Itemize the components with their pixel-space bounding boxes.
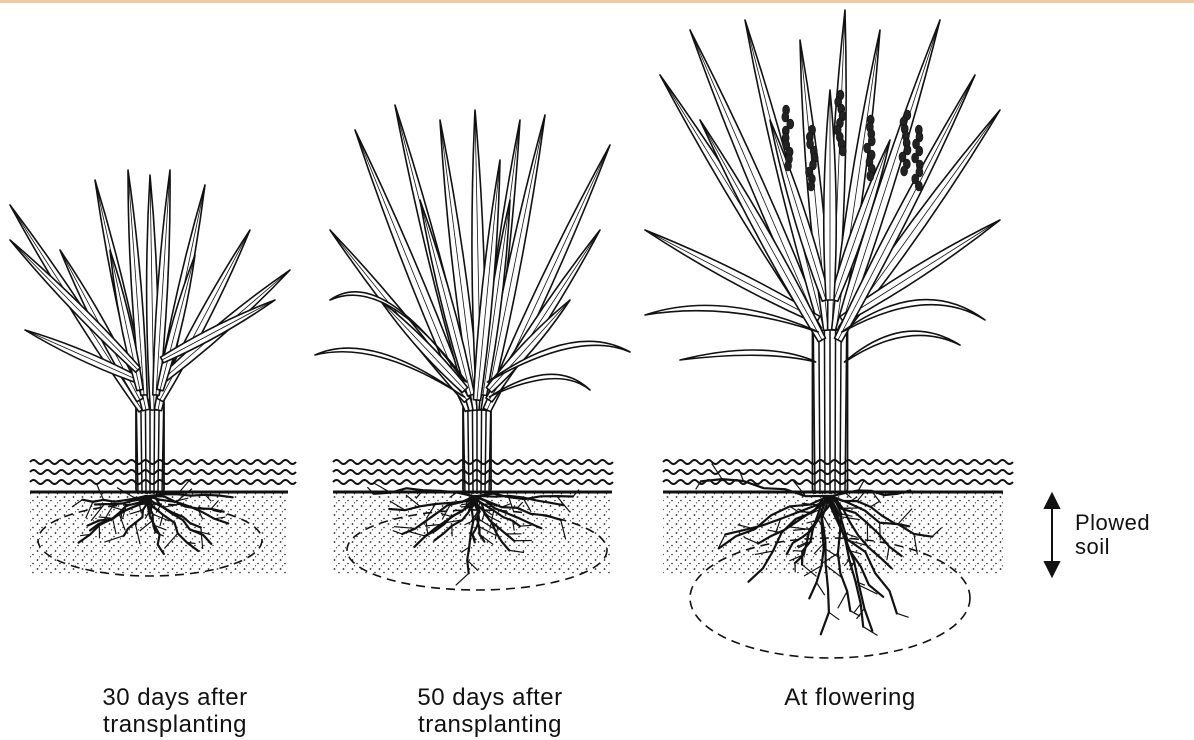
caption-30-days: 30 days after transplanting bbox=[40, 684, 310, 738]
soil-label-line: Plowed bbox=[1075, 511, 1150, 535]
plant-at-flowering bbox=[645, 10, 1013, 658]
root-branch bbox=[880, 523, 881, 541]
grain bbox=[808, 181, 815, 191]
stem bbox=[835, 320, 836, 494]
plant-30-days bbox=[10, 170, 296, 576]
stem bbox=[472, 405, 473, 494]
root-branch bbox=[794, 551, 802, 552]
root-branch bbox=[456, 573, 469, 585]
caption-line: 50 days after bbox=[360, 684, 620, 711]
grain bbox=[915, 181, 922, 191]
water-wave bbox=[663, 470, 1013, 474]
plant-50-days bbox=[315, 105, 630, 590]
grain bbox=[867, 171, 874, 181]
stem bbox=[481, 405, 482, 494]
stem bbox=[845, 320, 847, 494]
stem bbox=[813, 320, 815, 494]
plowed-soil-arrow bbox=[1045, 494, 1059, 576]
grain bbox=[839, 146, 846, 156]
stem bbox=[840, 320, 841, 494]
plowed-soil-label: Plowed soil bbox=[1075, 511, 1150, 559]
stem bbox=[145, 400, 146, 494]
root-branch bbox=[843, 508, 862, 509]
drooping-leaf bbox=[680, 350, 816, 362]
soil-label-line: soil bbox=[1075, 535, 1150, 559]
caption-line: transplanting bbox=[40, 711, 310, 738]
caption-flowering: At flowering bbox=[700, 684, 1000, 711]
root-branch bbox=[838, 591, 847, 608]
root-branch bbox=[829, 612, 839, 620]
drooping-leaf bbox=[844, 331, 960, 362]
grain bbox=[901, 166, 908, 176]
stem bbox=[824, 320, 825, 494]
root-branch bbox=[817, 582, 825, 595]
stem bbox=[485, 405, 486, 494]
stem bbox=[468, 405, 469, 494]
caption-line: 30 days after bbox=[40, 684, 310, 711]
stem bbox=[154, 400, 155, 494]
root-branch bbox=[739, 469, 743, 481]
caption-line: At flowering bbox=[700, 684, 1000, 711]
stem bbox=[141, 400, 142, 494]
water-wave bbox=[663, 460, 1013, 464]
caption-line: transplanting bbox=[360, 711, 620, 738]
caption-50-days: 50 days after transplanting bbox=[360, 684, 620, 738]
root-branch bbox=[897, 613, 909, 617]
stem bbox=[819, 320, 820, 494]
grain bbox=[784, 161, 791, 171]
